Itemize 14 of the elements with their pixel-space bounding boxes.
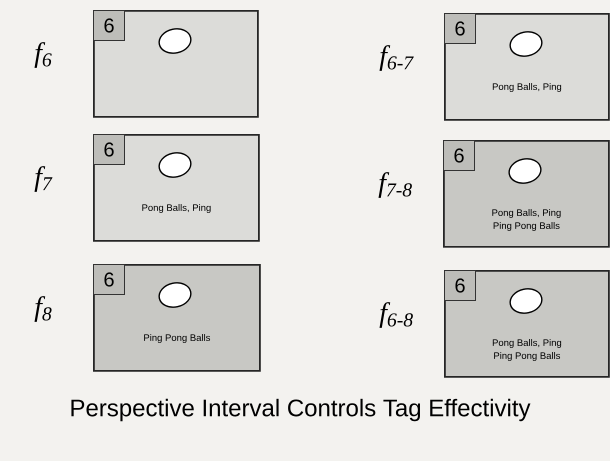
corner-tag: 6 [444, 270, 476, 301]
corner-tag: 6 [444, 13, 476, 44]
corner-tag: 6 [93, 10, 125, 41]
function-label: f$_{7-8}$ [378, 172, 412, 198]
function-label: f$_{6-7}$ [380, 45, 414, 71]
corner-tag: 6 [443, 140, 475, 171]
corner-tag: 6 [93, 264, 125, 295]
function-label: f$_{6-8}$ [380, 302, 413, 328]
caption: Perspective Interval Controls Tag Effectivity [71, 398, 530, 422]
function-label: f$_{7}$ [34, 166, 52, 192]
corner-tag: 6 [93, 134, 125, 165]
function-label: f$_{6}$ [34, 42, 52, 68]
function-label: f$_{8}$ [34, 296, 52, 322]
frame-box [93, 10, 259, 118]
